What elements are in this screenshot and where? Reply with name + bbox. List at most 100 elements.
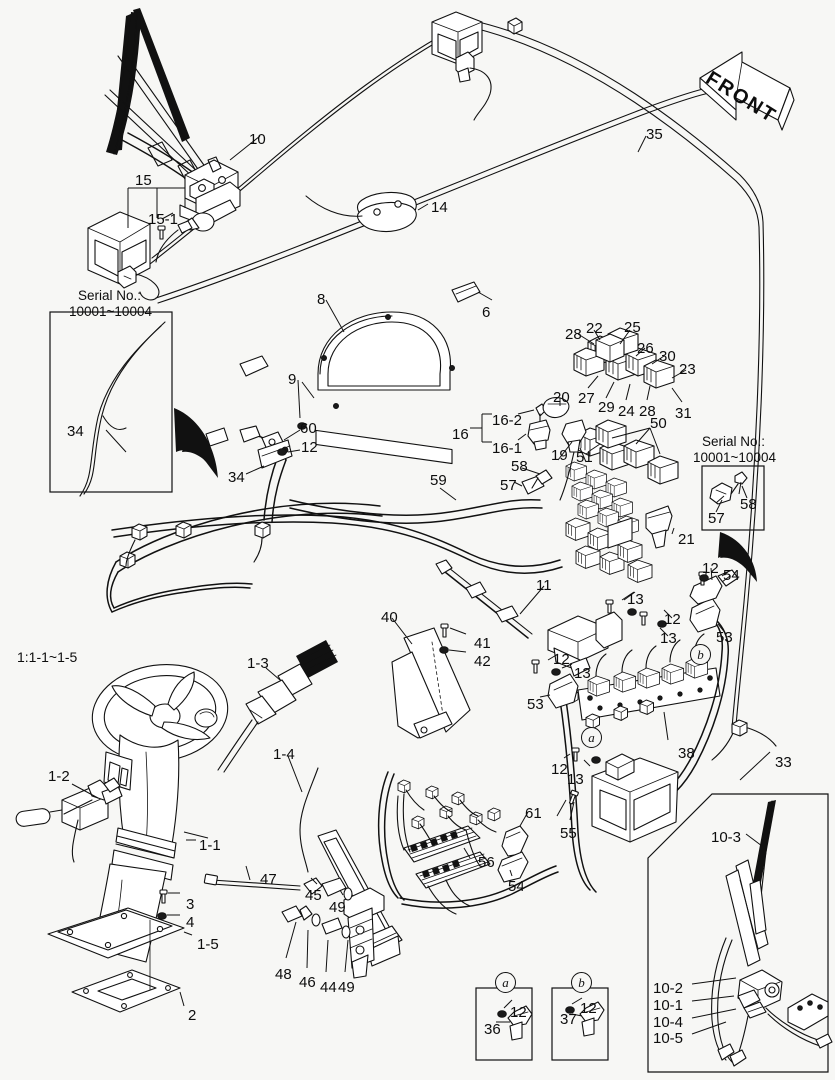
part-number-n2: 2: [188, 1007, 197, 1024]
part-number-n48: 48: [275, 966, 292, 983]
cab-frame-tubes: [149, 19, 765, 761]
part-number-n30: 30: [659, 348, 676, 365]
part-number-n29: 29: [598, 399, 615, 416]
part-number-n15: 15: [135, 172, 152, 189]
part-number-n51: 51: [576, 449, 593, 466]
part-number-n28a: 28: [565, 326, 582, 343]
part-number-n12e: 12: [551, 761, 568, 778]
inset-box-a: [475, 987, 533, 1061]
part-number-n23: 23: [679, 361, 696, 378]
shaft-11: [435, 559, 623, 677]
part-number-n38: 38: [678, 745, 695, 762]
right-cable-loop: [539, 569, 777, 893]
fuse-block-56: [377, 771, 559, 915]
part-number-n27: 27: [578, 390, 595, 407]
part-number-n4: 4: [186, 914, 195, 931]
part-number-n54b: 54: [508, 878, 525, 895]
part-number-n12a: 12: [301, 439, 318, 456]
switches-16-21: [470, 397, 675, 549]
part-number-n53a: 53: [716, 629, 733, 646]
lever-1-3: [217, 640, 338, 773]
part-number-n1-3: 1-3: [247, 655, 269, 672]
part-number-n61: 61: [525, 805, 542, 822]
serial-note-left-line1: Serial No.:: [78, 288, 142, 303]
panel-40: [391, 617, 471, 739]
part-number-n13b: 13: [660, 630, 677, 647]
part-number-ncode: 1:1-1~1-5: [17, 649, 78, 665]
wiper-assembly: [104, 8, 241, 263]
circle-b-main: b: [690, 644, 711, 665]
part-number-n46: 46: [299, 974, 316, 991]
cable-1-4: [287, 755, 319, 873]
part-number-n47: 47: [260, 871, 277, 888]
part-number-n55: 55: [560, 825, 577, 842]
gauge-bezel-8: [297, 299, 455, 465]
part-number-n12f: 12: [510, 1004, 527, 1021]
part-number-n13d: 13: [567, 771, 584, 788]
part-number-n57a: 57: [500, 477, 517, 494]
part-number-n19: 19: [551, 447, 568, 464]
part-number-n40: 40: [381, 609, 398, 626]
serial-note-right-line2: 10001~10004: [693, 450, 776, 465]
part-number-n24: 24: [618, 403, 635, 420]
fuse-rows: [565, 461, 653, 583]
part-number-n41: 41: [474, 635, 491, 652]
part-number-n12b: 12: [702, 560, 719, 577]
part-number-n12g: 12: [580, 1000, 597, 1017]
circle-a-inset: a: [495, 972, 516, 993]
dome-lamp-14: [305, 191, 429, 233]
part-number-n1-5: 1-5: [197, 936, 219, 953]
part-number-n16-2: 16-2: [492, 412, 523, 429]
circle-a-main: a: [581, 727, 602, 748]
part-number-n44: 44: [320, 979, 337, 996]
part-number-n10-4: 10-4: [653, 1014, 684, 1031]
part-number-n8: 8: [317, 291, 326, 308]
top-right-lamp: [431, 11, 523, 121]
part-number-n10: 10: [249, 131, 266, 148]
part-number-n58b: 58: [740, 496, 757, 513]
part-number-n12d: 12: [553, 651, 570, 668]
main-harness: [106, 381, 563, 613]
washer-tank-15: [87, 187, 186, 301]
reservoir-tank: [567, 753, 679, 843]
part-number-n16: 16: [452, 426, 469, 443]
accelerator-pedal: [203, 829, 403, 979]
part-number-n50: 50: [650, 415, 667, 432]
serial-box-right: [701, 465, 765, 582]
part-number-n34box: 34: [67, 423, 84, 440]
part-number-n15-1: 15-1: [148, 211, 179, 228]
front-arrow-shape: [699, 51, 795, 131]
serial-note-left-line2: 10001~10004: [69, 304, 152, 319]
serial-note-right-line1: Serial No.:: [702, 434, 766, 449]
part-number-n14: 14: [431, 199, 448, 216]
part-number-n28b: 28: [639, 403, 656, 420]
serial-box-left: [49, 311, 218, 497]
part-number-n6: 6: [482, 304, 491, 321]
relay-group-50: [577, 419, 679, 485]
part-number-n9: 9: [288, 371, 297, 388]
part-number-n13a: 13: [627, 591, 644, 608]
turn-signal-lever-1-2: [15, 777, 123, 863]
part-number-n37: 37: [560, 1011, 577, 1028]
part-number-n57b: 57: [708, 510, 725, 527]
part-number-n1-4: 1-4: [273, 746, 295, 763]
part-number-n1-2: 1-2: [48, 768, 70, 785]
part-number-n53b: 53: [527, 696, 544, 713]
part-number-n11: 11: [536, 577, 552, 594]
hardware-12-13: [531, 574, 709, 767]
part-number-n36: 36: [484, 1021, 501, 1038]
part-number-n13c: 13: [574, 665, 591, 682]
misc-leaders: [105, 135, 748, 839]
part-number-n49b: 49: [338, 979, 355, 996]
part-number-n10-2: 10-2: [653, 980, 684, 997]
part-number-n10-1: 10-1: [653, 997, 684, 1014]
steering-column-assembly: [47, 663, 229, 1013]
part-number-n33: 33: [775, 754, 792, 771]
part-number-n49a: 49: [329, 899, 346, 916]
part-number-n1-1: 1-1: [199, 837, 221, 854]
part-number-n10-5: 10-5: [653, 1030, 684, 1047]
part-number-n10-3: 10-3: [711, 829, 742, 846]
part-number-n35: 35: [646, 126, 663, 143]
circle-b-inset: b: [571, 972, 592, 993]
